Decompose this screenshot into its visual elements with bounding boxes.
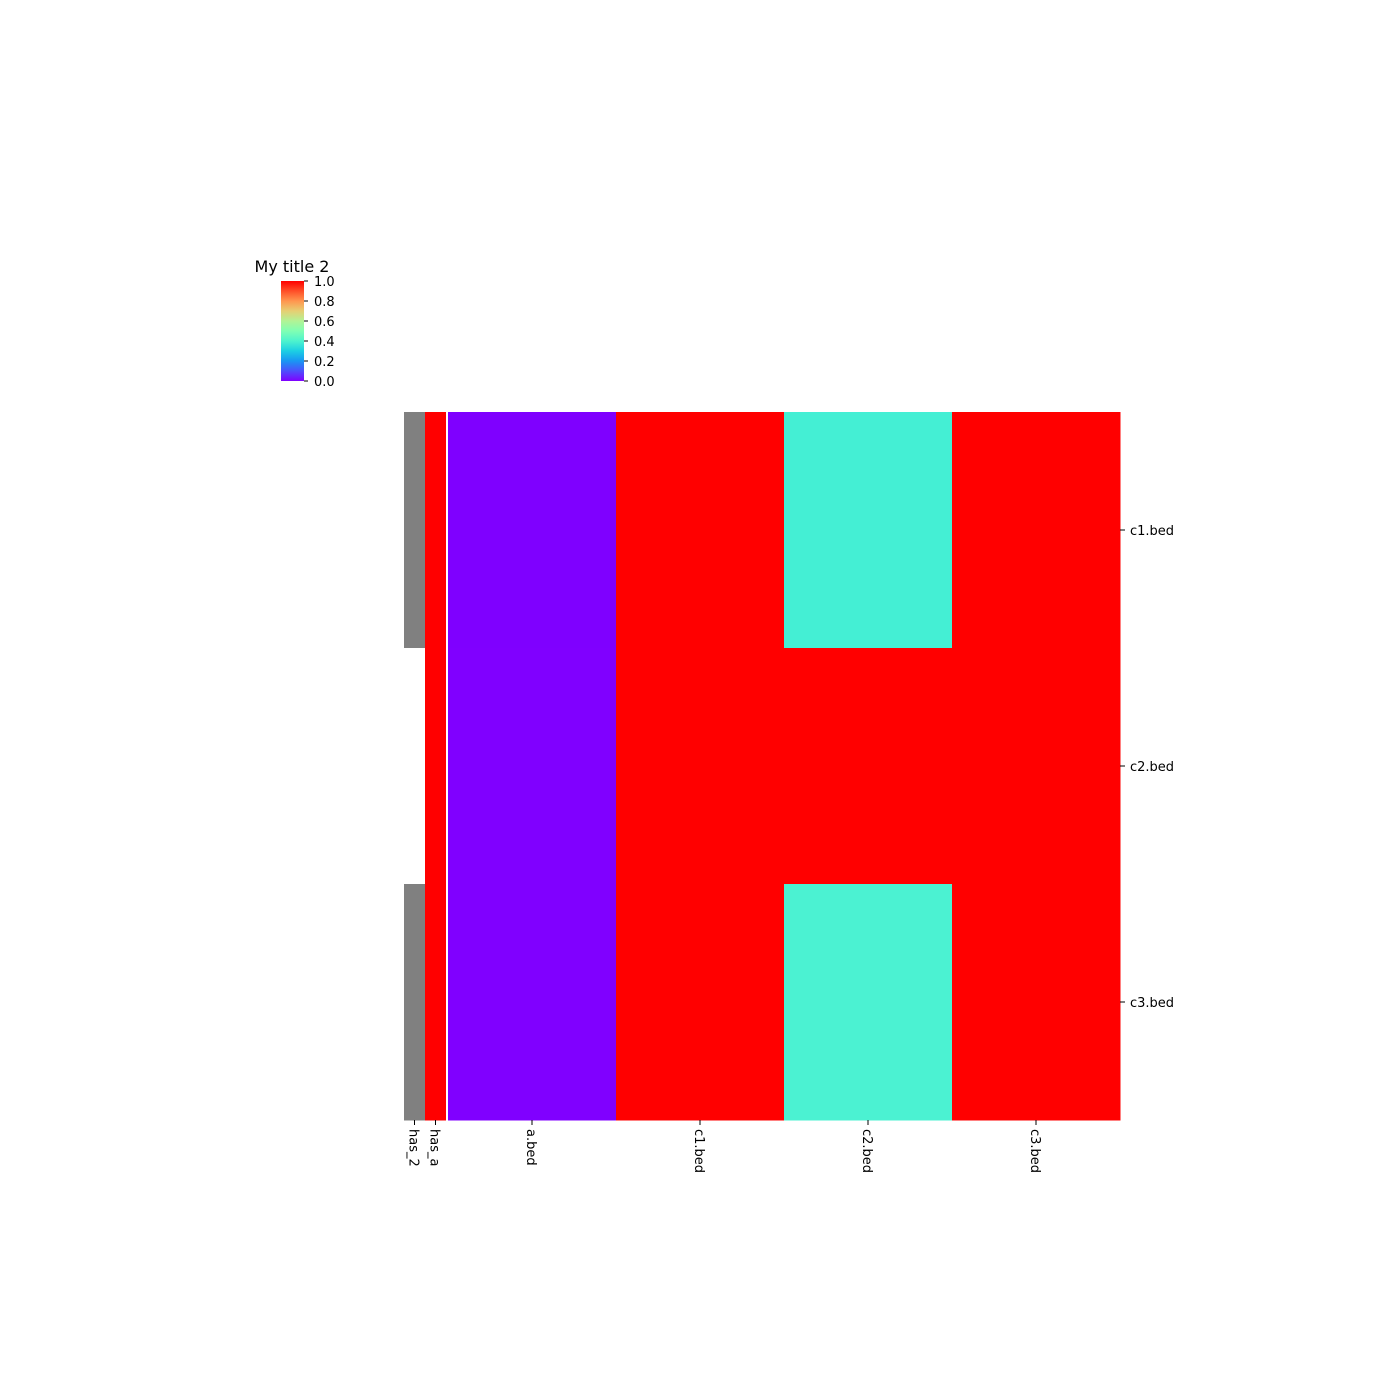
heatmap-cell [448, 884, 617, 1121]
annotation-cell-has_2 [404, 648, 425, 885]
heatmap-cell [448, 412, 617, 649]
colorbar-title: My title 2 [255, 257, 330, 276]
y-tick-label: c2.bed [1130, 760, 1174, 775]
colorbar-tick-label: 0.8 [314, 295, 335, 310]
heatmap-cell [784, 412, 953, 649]
colorbar-tick-label: 0.6 [314, 315, 335, 330]
x-tick-label: has_a [427, 1129, 442, 1166]
colorbar-tick-label: 0.0 [314, 375, 335, 390]
colorbar-gradient [281, 281, 304, 381]
x-tick-label: has_2 [406, 1129, 421, 1167]
y-tick-label: c3.bed [1130, 996, 1174, 1011]
annotation-columns [404, 412, 446, 1121]
heatmap-cell [616, 412, 785, 649]
colorbar-tick-label: 0.4 [314, 335, 335, 350]
heatmap-cells [448, 412, 1121, 1121]
annotation-cell-has_2 [404, 412, 425, 649]
x-tick-label: c1.bed [691, 1129, 706, 1173]
annotation-cell-has_a [425, 648, 446, 885]
heatmap-cell [616, 884, 785, 1121]
annotation-cell-has_a [425, 884, 446, 1121]
row-labels: c1.bed c2.bed c3.bed [1120, 524, 1174, 1011]
colorbar: 0.0 0.2 0.4 0.6 0.8 1.0 [281, 275, 335, 390]
colorbar-tick-label: 1.0 [314, 275, 335, 290]
heatmap-cell [952, 884, 1121, 1121]
x-tick-label: c3.bed [1027, 1129, 1042, 1173]
annotation-cell-has_2 [404, 884, 425, 1121]
y-tick-label: c1.bed [1130, 524, 1174, 539]
heatmap-cell [952, 412, 1121, 649]
annotation-cell-has_a [425, 412, 446, 649]
heatmap-cell [784, 648, 953, 885]
column-labels: has_2 has_a a.bed c1.bed c2.bed c3.bed [406, 1120, 1042, 1173]
colorbar-tick-label: 0.2 [314, 355, 335, 370]
heatmap-cell [448, 648, 617, 885]
x-tick-label: a.bed [523, 1129, 538, 1166]
x-tick-label: c2.bed [859, 1129, 874, 1173]
heatmap-cell [784, 884, 953, 1121]
heatmap-cell [616, 648, 785, 885]
heatmap-cell [952, 648, 1121, 885]
